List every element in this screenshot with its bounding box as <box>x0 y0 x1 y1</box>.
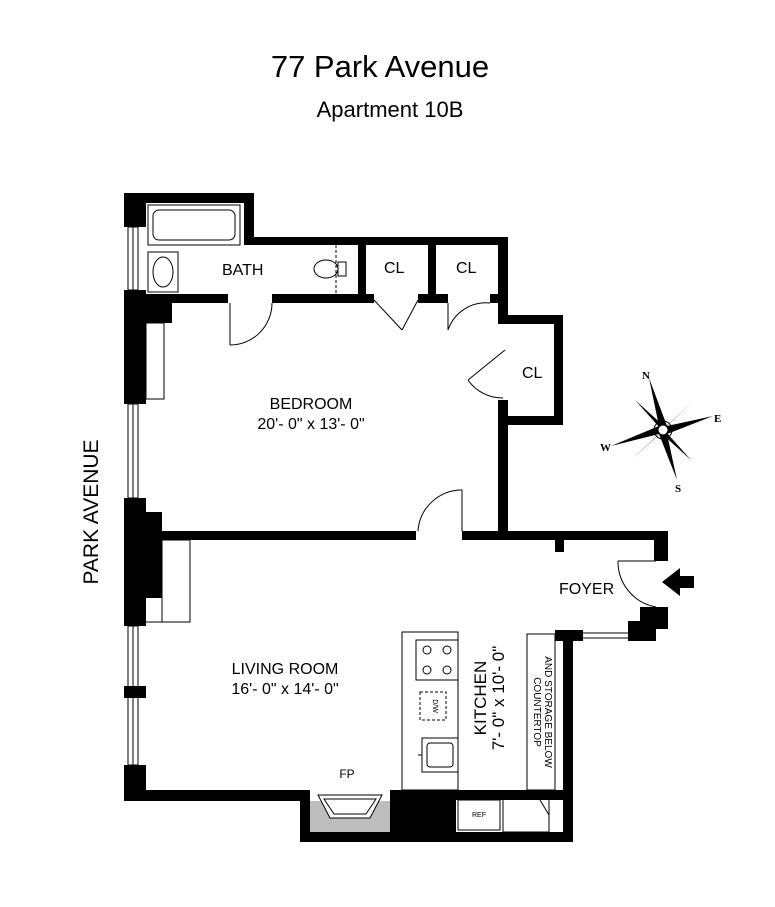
bedroom-dims: 20'- 0" x 13'- 0" <box>257 416 364 433</box>
compass-rose-icon <box>611 378 713 480</box>
compass-south: S <box>675 483 681 495</box>
bedroom-name: BEDROOM <box>270 396 353 413</box>
bath-label: BATH <box>222 262 263 279</box>
fireplace-label: FP <box>339 767 354 781</box>
dishwasher-label: D/W <box>431 699 438 713</box>
living-room-name: LIVING ROOM <box>232 661 339 678</box>
plan-subtitle: Apartment 10B <box>317 97 464 122</box>
foyer-window <box>583 632 628 639</box>
bathtub <box>147 204 241 246</box>
kitchen-name: KITCHEN <box>471 661 490 736</box>
compass-west: W <box>600 442 611 454</box>
street-label: PARK AVENUE <box>80 439 103 584</box>
walls <box>124 193 668 842</box>
countertop-label-line2: AND STORAGE BELOW <box>542 656 553 768</box>
closet-label-1: CL <box>384 260 405 277</box>
wardrobe-lines <box>145 322 191 623</box>
kitchen-counter <box>401 631 459 791</box>
compass-east: E <box>714 413 721 425</box>
fireplace <box>310 794 390 832</box>
toilet <box>313 245 347 294</box>
foyer-label: FOYER <box>559 581 614 598</box>
bath-sink <box>147 251 179 293</box>
countertop-label-line1: COUNTERTOP <box>531 677 542 747</box>
doors <box>229 299 657 608</box>
refrigerator <box>457 794 550 833</box>
kitchen-dims: 7'- 0" x 10'- 0" <box>489 646 508 751</box>
countertop-storage <box>526 633 556 791</box>
arrow-left-icon <box>662 568 694 596</box>
plan-title: 77 Park Avenue <box>271 49 489 84</box>
living-room-dims: 16'- 0" x 14'- 0" <box>231 681 338 698</box>
compass-north: N <box>642 370 650 382</box>
closet-label-3: CL <box>522 365 543 382</box>
refrigerator-label: REF <box>472 812 486 819</box>
closet-label-2: CL <box>456 260 477 277</box>
